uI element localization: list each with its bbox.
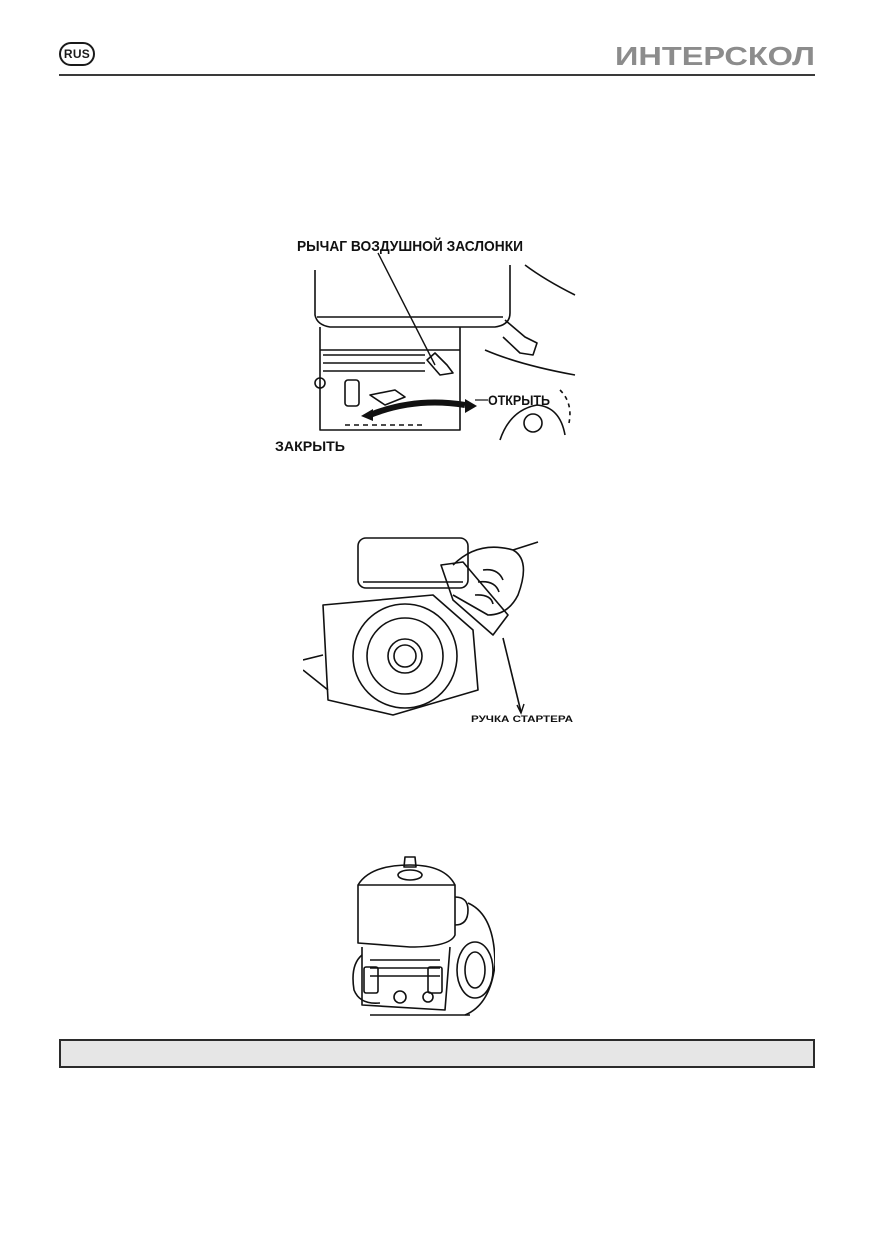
header-divider [59,74,815,76]
note-bar [59,1039,815,1068]
engine-figure [352,856,495,1016]
choke-lever-figure: РЫЧАГ ВОЗДУШНОЙ ЗАСЛОНКИ ОТКРЫТЬ ЗАКРЫТЬ [275,237,576,454]
choke-lever-label: РЫЧАГ ВОЗДУШНОЙ ЗАСЛОНКИ [297,237,523,255]
choke-open-label: ОТКРЫТЬ [488,392,550,408]
choke-close-label: ЗАКРЫТЬ [275,438,345,454]
starter-handle-label: РУЧКА СТАРТЕРА [471,714,573,724]
starter-handle-figure: РУЧКА СТАРТЕРА [303,537,573,724]
brand-wordmark: ИНТЕРСКОЛ [615,41,815,70]
brand-logo: ИНТЕРСКОЛ [615,41,815,70]
language-badge: RUS [59,42,95,66]
